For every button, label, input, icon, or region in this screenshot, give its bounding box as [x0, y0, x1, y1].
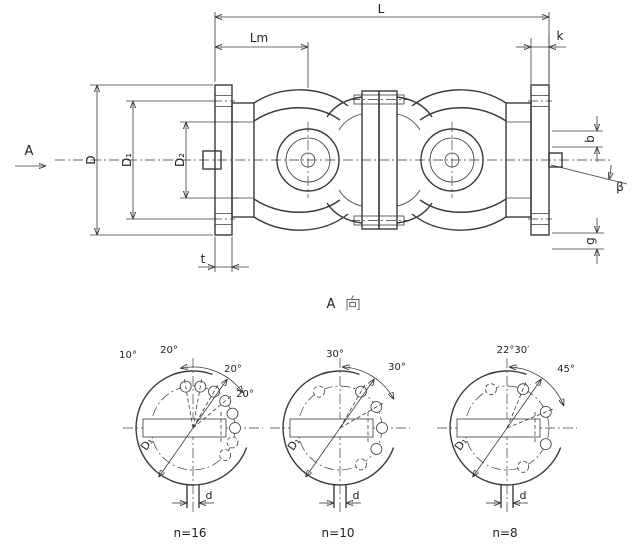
dim-label-D1: D₁: [120, 153, 134, 167]
dimension-Lm: Lm: [215, 31, 309, 88]
bolt-circle-diameter-label: D₁: [138, 435, 156, 453]
center-flange-bolts: [350, 94, 408, 226]
angle-dimension-arc: [342, 367, 394, 399]
right-pilot-boss: [548, 152, 563, 168]
angle-label: 20°: [236, 389, 254, 400]
right-flange: [528, 84, 563, 236]
angle-label: 10°: [119, 350, 137, 361]
bolt-pattern-n10: 30° 30° D₁ d n=10: [270, 349, 410, 540]
center-flange-pair: [350, 90, 408, 230]
right-spider-bearing: [420, 122, 484, 198]
angle-label: 30°: [326, 349, 344, 360]
angle-label: 22°30′: [497, 345, 530, 356]
angle-dimension-arc: [509, 367, 564, 406]
bolt-circle-diameter-line: [473, 379, 542, 477]
dim-label-Lm: Lm: [250, 31, 268, 45]
dim-label-D2: D₂: [173, 153, 187, 167]
dim-label-b: b: [583, 135, 597, 143]
dim-label-k: k: [557, 29, 564, 43]
left-yoke: [253, 89, 349, 231]
left-pilot-boss: [202, 150, 222, 170]
bolt-circle-diameter-label: D₁: [285, 435, 303, 453]
hole-count-label: n=8: [492, 526, 517, 540]
dimension-k: k: [516, 29, 566, 84]
hole-diameter-dim: d: [172, 485, 214, 508]
hub-section-band: [289, 418, 374, 438]
angle-label: 20°: [160, 345, 178, 356]
hole-diameter-dim: d: [319, 485, 361, 508]
left-flange-bolt-holes: [212, 95, 235, 225]
dim-label-g: g: [583, 237, 597, 245]
hole-diameter-dim: d: [486, 485, 528, 508]
bolt-circle-diameter-label: D₁: [452, 435, 470, 453]
dim-label-t: t: [201, 252, 206, 266]
bolt-circle-diameter-line: [306, 379, 375, 477]
hub-section-band: [456, 418, 541, 438]
dimension-D2: D₂: [173, 121, 238, 199]
view-title-letter: A: [327, 297, 336, 312]
bolt-pattern-n8: 22°30′ 45° D₁ d n=8: [437, 345, 577, 540]
hole-diameter-label: d: [353, 489, 360, 502]
dimension-beta: β: [550, 164, 628, 194]
angle-dimension-arc: [180, 367, 243, 393]
right-flange-bolt-holes: [528, 95, 552, 225]
hole-count-label: n=10: [322, 526, 355, 540]
left-spider-bearing: [276, 122, 340, 198]
dimension-D: D: [84, 84, 213, 236]
hole-diameter-label: d: [520, 489, 527, 502]
center-flange-right-plate: [378, 90, 398, 230]
angle-label: 45°: [557, 364, 575, 375]
dim-label-D: D: [84, 155, 98, 164]
hub-section-band: [142, 418, 227, 438]
bolt-pattern-n16: 10° 20° 20° 20° D₁ d n=16: [119, 345, 263, 540]
dim-label-L: L: [378, 2, 385, 16]
bolt-circle-diameter-line: [159, 379, 228, 477]
deflection-angle-line: [550, 164, 628, 185]
right-yoke: [411, 89, 507, 231]
left-hub-body: [231, 102, 255, 218]
main-assembly-view: A: [15, 2, 628, 272]
angle-label: 20°: [224, 364, 242, 375]
angle-label: 30°: [388, 362, 406, 373]
dimension-g: g: [552, 218, 604, 264]
center-left-yoke: [326, 96, 363, 224]
dim-label-beta: β: [616, 180, 624, 194]
hole-count-label: n=16: [174, 526, 207, 540]
dimension-t: t: [198, 237, 249, 272]
view-a-arrow: A: [15, 144, 46, 166]
xiang-direction-character: [346, 295, 360, 311]
dimension-D1: D₁: [120, 100, 213, 220]
dimension-b: b: [552, 116, 603, 162]
hole-diameter-label: d: [206, 489, 213, 502]
view-a-letter: A: [25, 144, 34, 159]
view-a-title: A: [327, 295, 360, 312]
